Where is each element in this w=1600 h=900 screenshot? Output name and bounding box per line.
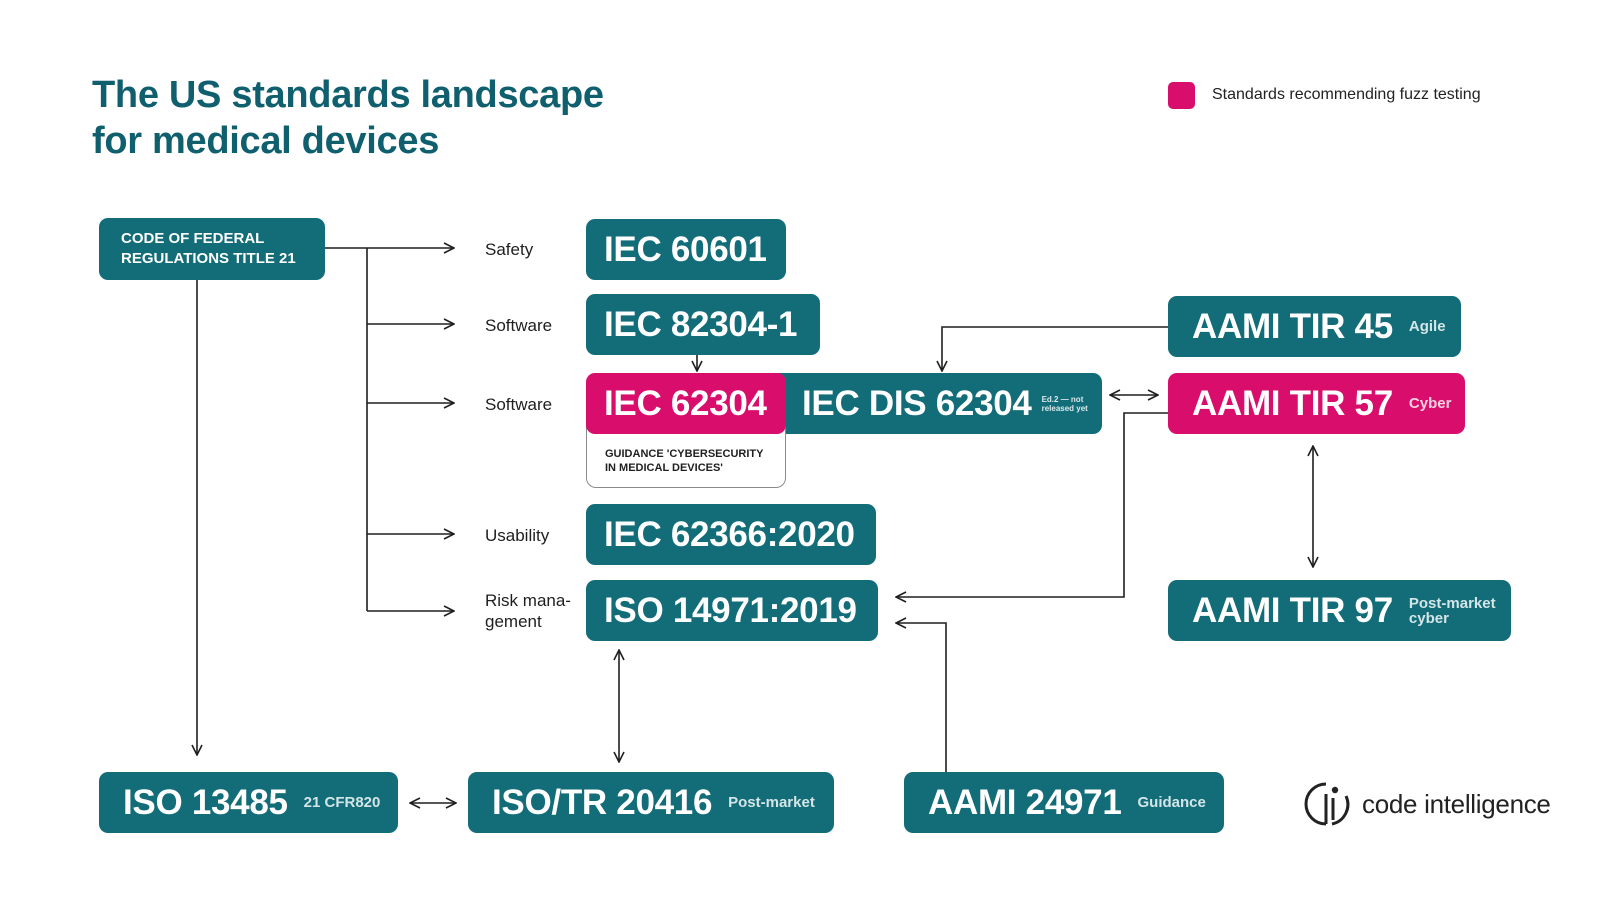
iso-tr-20416-tag: Post-market xyxy=(728,794,815,811)
aami-tir-57-tag: Cyber xyxy=(1408,395,1452,412)
guidance-line-2: IN MEDICAL DEVICES' xyxy=(605,462,723,474)
iec-60601-box: IEC 60601 xyxy=(586,219,786,280)
aami-tir-57-box: AAMI TIR 57 Cyber xyxy=(1168,373,1465,434)
aami24971-to-iso14971-arrow xyxy=(896,623,947,772)
iso-13485-label: ISO 13485 xyxy=(123,782,288,822)
aami-24971-tag: Guidance xyxy=(1137,794,1206,811)
category-software-1: Software xyxy=(485,316,553,335)
aami-tir-45-label: AAMI TIR 45 xyxy=(1192,306,1393,346)
iec-62366-label: IEC 62366:2020 xyxy=(604,514,855,554)
aami-tir-57-label: AAMI TIR 57 xyxy=(1192,383,1393,423)
iso-14971-label: ISO 14971:2019 xyxy=(604,590,857,630)
category-usability: Usability xyxy=(485,526,550,545)
iec-62366-box: IEC 62366:2020 xyxy=(586,504,876,565)
guidance-cybersecurity-box: GUIDANCE 'CYBERSECURITY IN MEDICAL DEVIC… xyxy=(586,426,786,488)
iec-dis-62304-box: IEC DIS 62304 Ed.2 — not released yet xyxy=(766,373,1102,434)
iec-62304-label: IEC 62304 xyxy=(604,383,767,423)
page-title: The US standards landscape for medical d… xyxy=(92,72,604,164)
iec-82304-1-label: IEC 82304-1 xyxy=(604,304,798,344)
legend-label: Standards recommending fuzz testing xyxy=(1212,86,1481,103)
category-risk-management: Risk mana- gement xyxy=(485,590,571,632)
iec-dis-62304-label: IEC DIS 62304 xyxy=(802,383,1032,423)
aami-tir-97-box: AAMI TIR 97 Post-market cyber xyxy=(1168,580,1511,641)
aami-tir-45-box: AAMI TIR 45 Agile xyxy=(1168,296,1461,357)
title-line-1: The US standards landscape xyxy=(92,74,604,116)
category-risk-line-1: Risk mana- xyxy=(485,591,571,610)
code-intelligence-logo: code intelligence xyxy=(1302,780,1551,828)
iec-dis-62304-note: Ed.2 — not released yet xyxy=(1041,394,1088,413)
iec-62304-box: IEC 62304 xyxy=(586,373,786,434)
iso-tr-20416-box: ISO/TR 20416 Post-market xyxy=(468,772,834,833)
cfr-line-1: CODE OF FEDERAL xyxy=(121,230,265,247)
aami-tir-97-tag-line-2: cyber xyxy=(1408,609,1449,627)
guidance-line-1: GUIDANCE 'CYBERSECURITY xyxy=(605,448,764,460)
tir45-to-iecdis-arrow xyxy=(942,326,1168,371)
legend-swatch-pink xyxy=(1168,81,1195,109)
aami-tir-97-tag: Post-market cyber xyxy=(1409,596,1496,626)
aami-24971-label: AAMI 24971 xyxy=(928,782,1122,822)
category-safety: Safety xyxy=(485,240,534,259)
aami-24971-box: AAMI 24971 Guidance xyxy=(904,772,1224,833)
iec-82304-1-box: IEC 82304-1 xyxy=(586,294,820,355)
cfr-line-2: REGULATIONS TITLE 21 xyxy=(121,250,296,267)
category-risk-line-2: gement xyxy=(485,612,542,631)
iso-14971-box: ISO 14971:2019 xyxy=(586,580,878,641)
aami-tir-45-tag: Agile xyxy=(1408,318,1446,335)
title-line-2: for medical devices xyxy=(92,120,440,162)
iso-13485-box: ISO 13485 21 CFR820 xyxy=(99,772,398,833)
iso-13485-tag: 21 CFR820 xyxy=(303,794,381,811)
code-intelligence-logo-icon xyxy=(1304,782,1350,826)
legend: Standards recommending fuzz testing xyxy=(1168,81,1481,109)
tir57-to-iso14971-arrow xyxy=(896,412,1168,597)
aami-tir-97-label: AAMI TIR 97 xyxy=(1192,590,1393,630)
aami-tir-97-tag-line-1: Post-market xyxy=(1408,594,1496,612)
iec-60601-label: IEC 60601 xyxy=(604,229,767,269)
category-software-2: Software xyxy=(485,395,553,414)
iso-tr-20416-label: ISO/TR 20416 xyxy=(492,782,713,822)
cfr-title-21-box: CODE OF FEDERAL REGULATIONS TITLE 21 xyxy=(99,218,325,280)
logo-text: code intelligence xyxy=(1362,788,1551,819)
